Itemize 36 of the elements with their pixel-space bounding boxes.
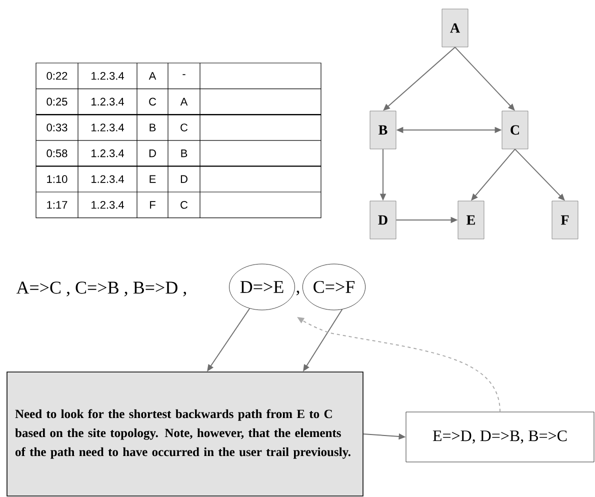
table-cell: 1.2.3.4 xyxy=(92,72,124,80)
table-cell: 0:25 xyxy=(46,98,68,106)
circled-transition: D=>E xyxy=(229,264,295,310)
graph-node-box: F xyxy=(552,200,578,240)
table-cell: D xyxy=(149,150,156,158)
table-cell: 0:22 xyxy=(46,72,68,80)
table-cell: - xyxy=(182,74,186,76)
table-cell: 1:17 xyxy=(47,201,68,209)
table-cell: 0:58 xyxy=(46,149,68,158)
graph-node-box: B xyxy=(370,110,396,150)
table-cell: C xyxy=(180,124,188,132)
table-cell: B xyxy=(181,150,188,158)
result-box: E=>D, D=>B, B=>C xyxy=(406,412,594,462)
table-cell: C xyxy=(149,98,156,106)
circled-transition: C=>F xyxy=(302,264,366,310)
comma: , xyxy=(296,290,300,296)
table-cell: E xyxy=(150,175,156,183)
table-cell: 1.2.3.4 xyxy=(92,124,124,132)
table-cell: C xyxy=(180,201,188,209)
table-cell: F xyxy=(150,201,156,209)
note-box: Need to look for the shortest backwards path from E to C based on the site topology. Note, however, that the elements of the path need to have occurred in the user trail previously. xyxy=(6,372,364,496)
table-cell: B xyxy=(150,124,156,132)
table-cell: A xyxy=(148,72,156,80)
table-cell: A xyxy=(180,98,188,106)
graph-node-box: E xyxy=(458,200,484,240)
graph-node-box: C xyxy=(502,110,528,150)
table-cell: 1.2.3.4 xyxy=(92,149,124,158)
table-cell: 1:10 xyxy=(47,175,68,183)
table-cell: 0:33 xyxy=(46,124,68,132)
table-cell: 1.2.3.4 xyxy=(92,175,124,183)
table-cell: 1.2.3.4 xyxy=(92,201,124,209)
table-cell: 1.2.3.4 xyxy=(92,98,124,106)
transition-sequence: A=>C , C=>B , B=>D , xyxy=(16,282,186,296)
table-cell: D xyxy=(180,175,188,183)
graph-node-box: A xyxy=(442,8,468,48)
graph-node-box: D xyxy=(370,200,396,240)
